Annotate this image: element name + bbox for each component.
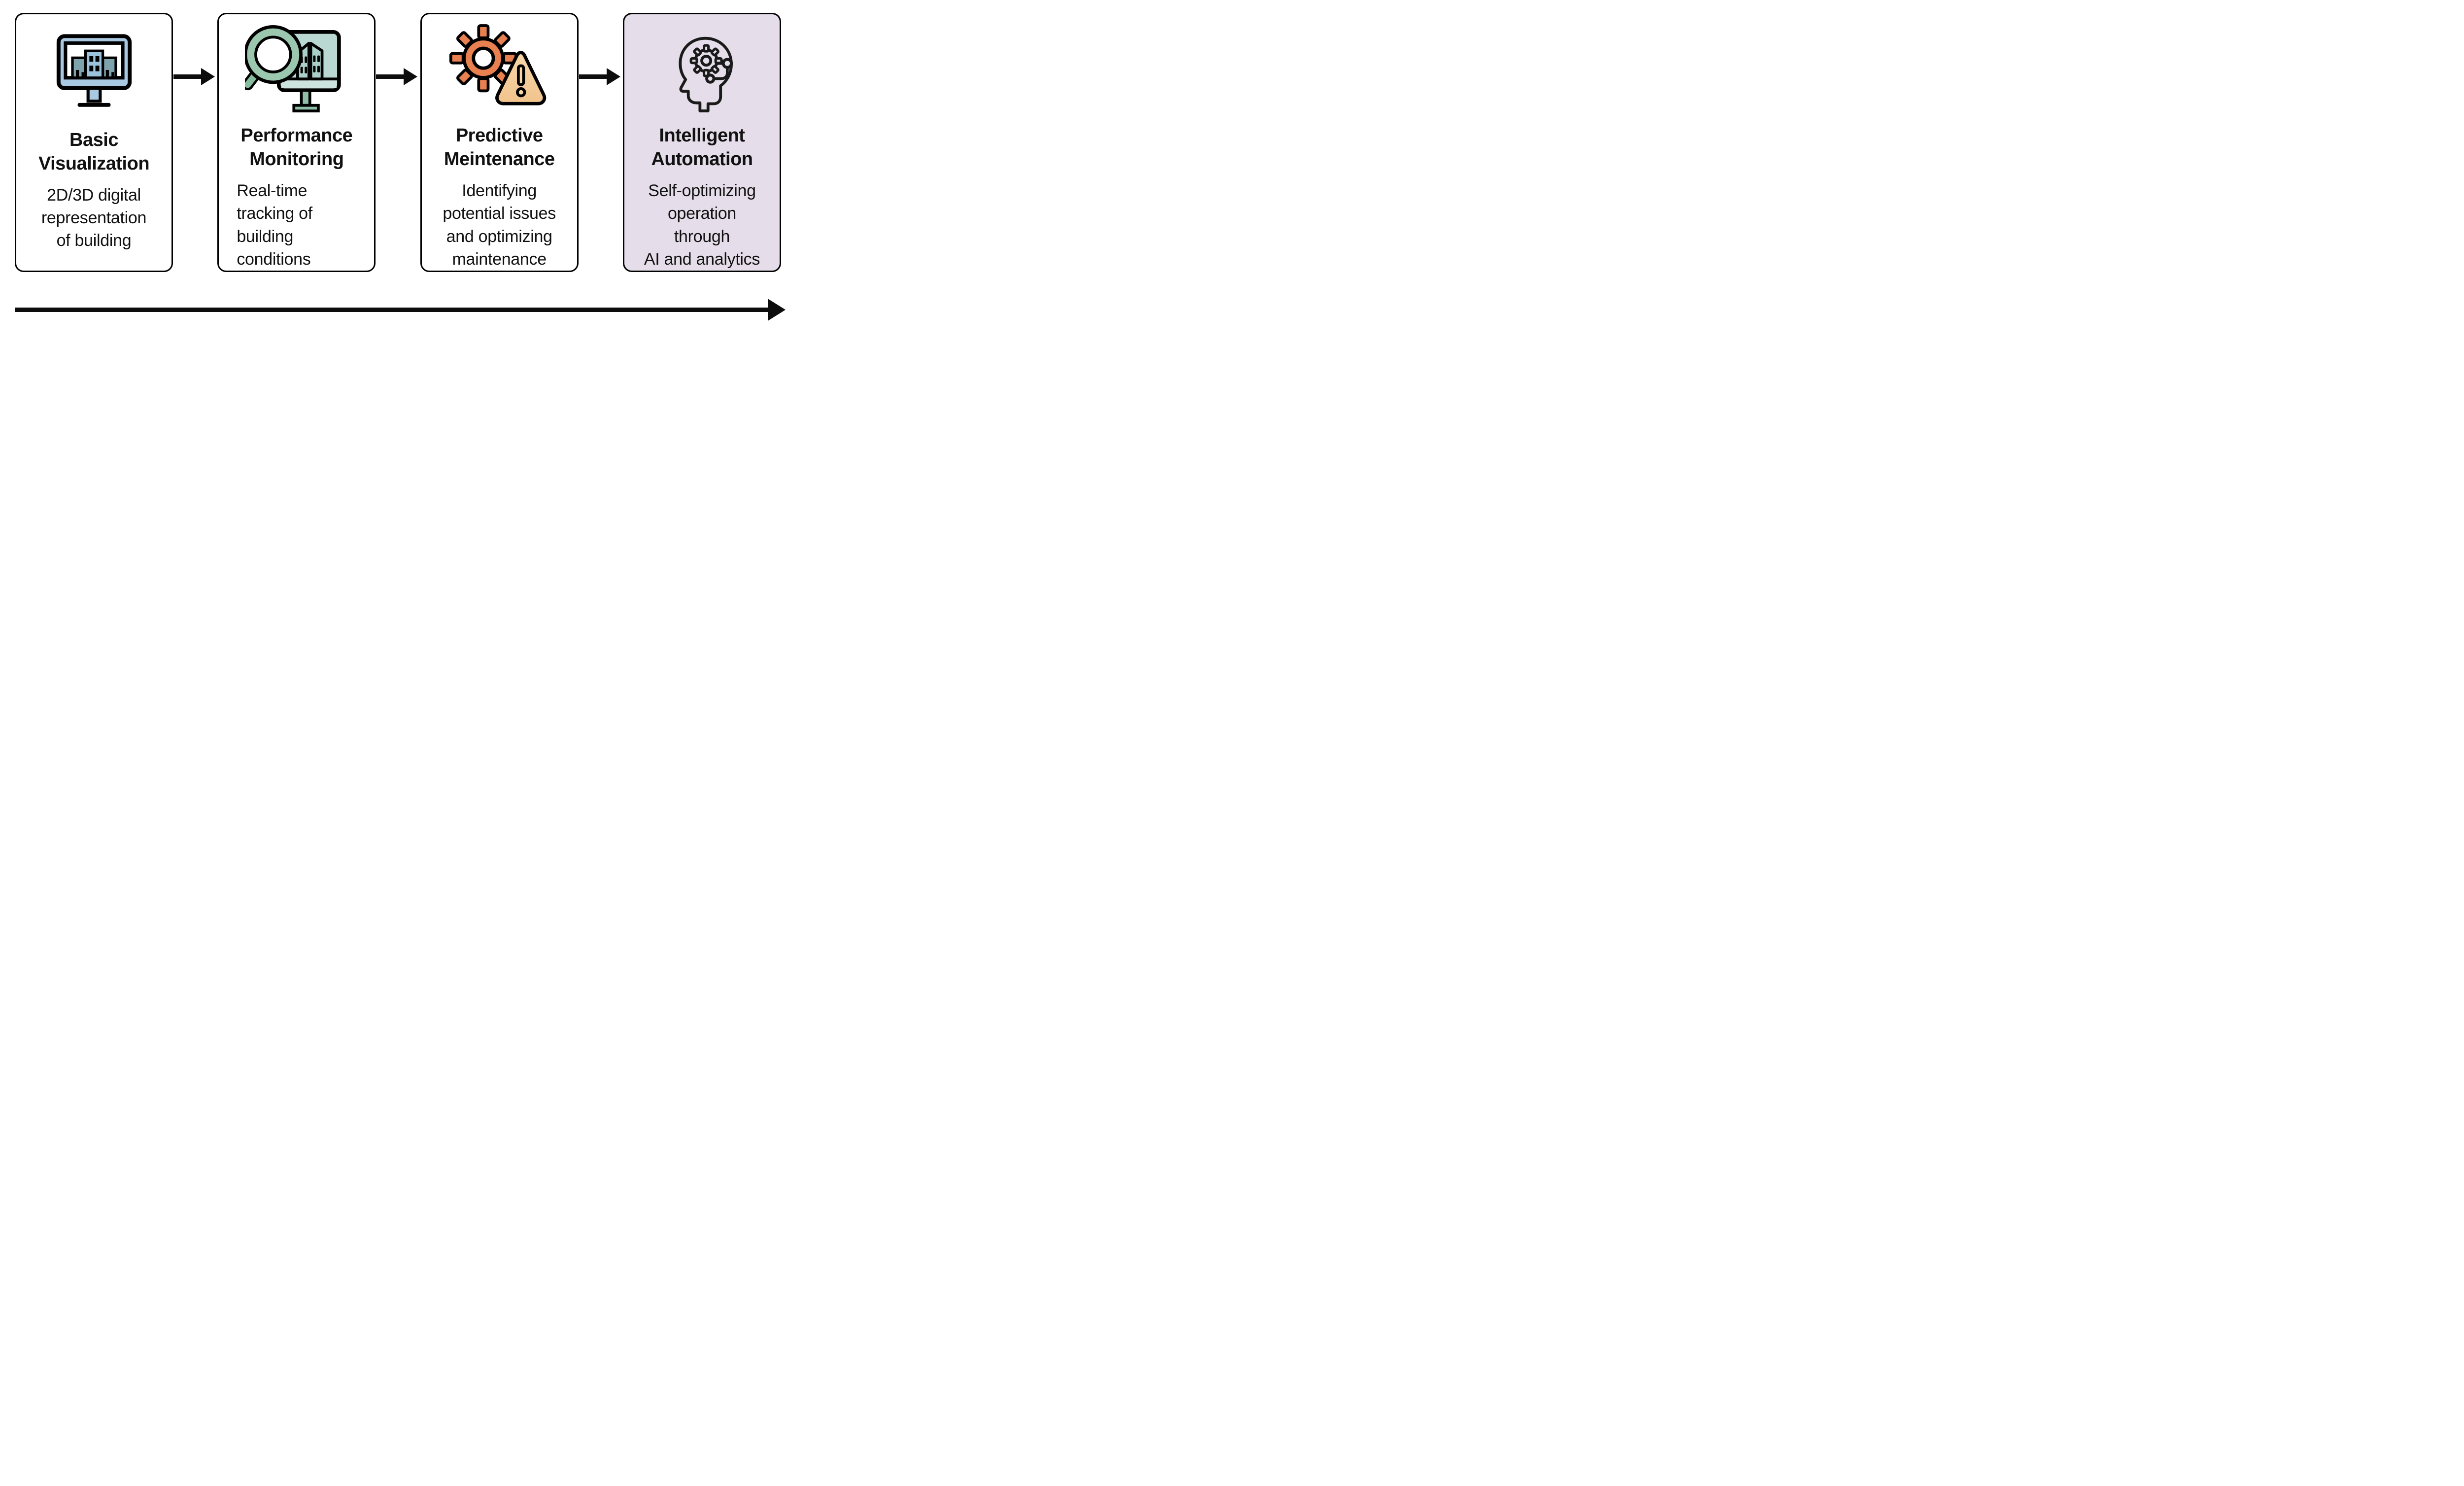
bottom-timeline-arrow bbox=[15, 298, 787, 321]
stage-title: Performance Monitoring bbox=[240, 125, 353, 170]
arrow-right-icon bbox=[173, 68, 215, 85]
stage-title: Predictive Meintenance bbox=[444, 125, 555, 170]
gear-warning-icon bbox=[422, 14, 577, 121]
stages-row: Basic Visualization 2D/3D digital repres… bbox=[15, 13, 781, 272]
timeline-arrow-icon bbox=[15, 299, 786, 321]
stage-title: Basic Visualization bbox=[38, 130, 150, 174]
stage-description: 2D/3D digital representation of building bbox=[41, 185, 147, 250]
monitor-buildings-icon bbox=[16, 14, 171, 126]
head-gear-circuit-icon bbox=[624, 14, 780, 121]
arrow-connector-2 bbox=[376, 13, 420, 93]
stage-title: Intelligent Automation bbox=[651, 125, 753, 170]
stage-card-basic-visualization: Basic Visualization 2D/3D digital repres… bbox=[15, 13, 173, 272]
stage-description: Identifying potential issues and optimiz… bbox=[443, 181, 556, 269]
stage-card-intelligent-automation: Intelligent Automation Self-optimizing o… bbox=[622, 13, 781, 272]
stage-description: Real-time tracking of building condition… bbox=[237, 181, 312, 269]
arrow-connector-3 bbox=[579, 13, 623, 93]
arrow-right-icon bbox=[376, 68, 418, 85]
stage-card-performance-monitoring: Performance Monitoring Real-time trackin… bbox=[217, 13, 376, 272]
stage-card-predictive-maintenance: Predictive Meintenance Identifying poten… bbox=[420, 13, 579, 272]
arrow-right-icon bbox=[579, 68, 620, 85]
arrow-connector-1 bbox=[173, 13, 217, 93]
stage-description: Self-optimizing operation through AI and… bbox=[644, 181, 760, 269]
magnifier-buildings-icon bbox=[219, 14, 374, 121]
diagram-canvas: Basic Visualization 2D/3D digital repres… bbox=[0, 0, 788, 331]
